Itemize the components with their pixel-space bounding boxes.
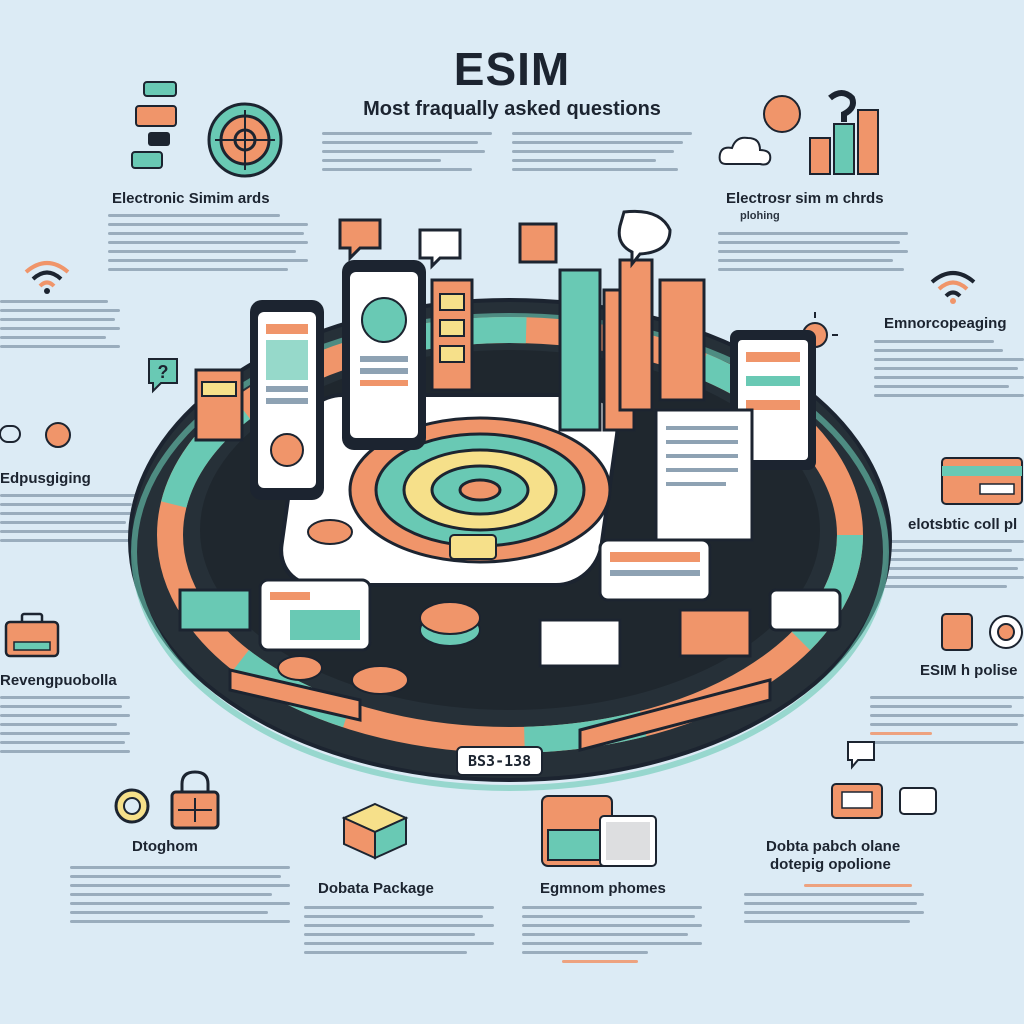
- bar-chart-icon: [760, 88, 890, 176]
- section-text-edpusgiging: [0, 494, 140, 542]
- smartphone-icon: [250, 300, 324, 500]
- sim-card-icon: [130, 80, 190, 180]
- section-heading-revengpuobolla: Revengpuobolla: [0, 672, 117, 689]
- section-subheading-dotepig: dotepig opolione: [770, 856, 891, 873]
- svg-text:?: ?: [158, 362, 169, 382]
- chat-bubble-icon: [846, 740, 876, 770]
- section-heading-data-package: Dobata Package: [318, 880, 434, 897]
- card-stack-icon: [830, 782, 940, 822]
- package-cube-icon: [340, 800, 410, 860]
- section-subheading-plohing: plohing: [740, 210, 780, 222]
- page-subtitle: Most fraqually asked questions: [363, 98, 661, 120]
- section-text-emnorcopeaging: [874, 340, 1024, 397]
- section-heading-edpusgiging: Edpusgiging: [0, 470, 91, 487]
- briefcase-icon: [4, 612, 60, 658]
- sim-card-icon-right: [940, 612, 1024, 652]
- section-text-dobta-pabch: [744, 884, 924, 923]
- section-heading-egmnom-phomes: Egmnom phomes: [540, 880, 666, 897]
- section-text-electronic-chrds: [718, 232, 908, 271]
- credit-card-icon: [940, 456, 1024, 506]
- section-text-data-package: [304, 906, 494, 954]
- wifi-icon-right: [928, 268, 978, 304]
- target-icon: [205, 100, 285, 180]
- left-upper-text: [0, 300, 120, 348]
- section-heading-electronic-chrds: Electrosr sim m chrds: [726, 190, 884, 207]
- lock-icon: [170, 770, 220, 830]
- section-text-egmnom-phomes: [522, 906, 702, 963]
- wifi-icon: [22, 258, 72, 294]
- section-text-revengpuobolla: [0, 696, 130, 753]
- section-text-dtoghom: [70, 866, 290, 923]
- section-heading-esim-polise: ESIM h polise: [920, 662, 1018, 679]
- page-title: ESIM: [453, 43, 571, 95]
- section-text-elotsbtic: [880, 540, 1024, 588]
- section-heading-elotsbtic: elotsbtic coll pl: [908, 516, 1018, 533]
- question-icon: ?: [145, 355, 181, 395]
- center-code-label: BS3-138: [456, 746, 544, 776]
- intro-text-right: [512, 132, 692, 171]
- central-platform-illustration: [120, 200, 900, 800]
- ring-icon: [112, 786, 152, 826]
- cloud-icon: [716, 130, 776, 170]
- section-text-electronic-sim: [108, 214, 308, 271]
- section-heading-emnorcopeaging: Emnorcopeaging: [884, 315, 1007, 332]
- section-heading-dobta-pabch: Dobta pabch olane: [766, 838, 901, 855]
- intro-text-left: [322, 132, 492, 171]
- section-heading-electronic-sim: Electronic Simim ards: [112, 190, 270, 207]
- section-text-esim-polise: [870, 696, 1024, 744]
- section-heading-dtoghom: Dtoghom: [132, 838, 198, 855]
- smartphone-icon-bottom: [540, 790, 660, 870]
- toggle-icon: [0, 420, 80, 450]
